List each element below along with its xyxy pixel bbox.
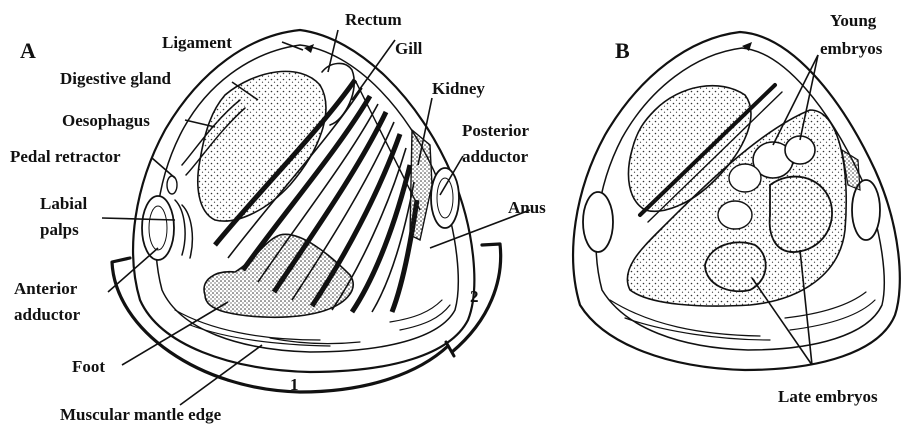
label-oesophagus: Oesophagus bbox=[62, 111, 150, 130]
label-posterior-adductor-line1: Posterior bbox=[462, 121, 529, 140]
kidney-shape bbox=[410, 130, 432, 240]
label-pedal-retractor: Pedal retractor bbox=[10, 147, 121, 166]
label-ligament: Ligament bbox=[162, 33, 232, 52]
labial-palps-shape bbox=[175, 200, 192, 258]
label-posterior-adductor-line2: adductor bbox=[462, 147, 529, 166]
label-labial-palps-line2: palps bbox=[40, 220, 79, 239]
panel-a-letter: A bbox=[20, 38, 36, 63]
label-muscular-mantle-edge: Muscular mantle edge bbox=[60, 405, 222, 424]
young-embryo-3 bbox=[729, 164, 761, 192]
young-embryo-4 bbox=[718, 201, 752, 229]
label-rectum: Rectum bbox=[345, 10, 402, 29]
label-anterior-adductor-line1: Anterior bbox=[14, 279, 78, 298]
label-region-1: 1 bbox=[290, 375, 299, 394]
label-region-2: 2 bbox=[470, 287, 479, 306]
label-gill: Gill bbox=[395, 39, 423, 58]
label-late-embryos: Late embryos bbox=[778, 387, 878, 406]
panel-b-letter: B bbox=[615, 38, 630, 63]
panel-a: A Ligament Rectum Digestive gland Gill K… bbox=[10, 10, 546, 424]
anterior-adductor-b bbox=[583, 192, 613, 252]
label-foot: Foot bbox=[72, 357, 105, 376]
young-embryo-2 bbox=[785, 136, 815, 164]
label-young-embryos-line1: Young bbox=[830, 11, 877, 30]
label-anus: Anus bbox=[508, 198, 546, 217]
label-anterior-adductor-line2: adductor bbox=[14, 305, 81, 324]
digestive-gland-shape bbox=[198, 71, 326, 221]
label-young-embryos-line2: embryos bbox=[820, 39, 883, 58]
label-kidney: Kidney bbox=[432, 79, 485, 98]
bracket-divider bbox=[446, 342, 454, 356]
panel-b: B Young embryos Late embryos bbox=[573, 11, 900, 406]
label-labial-palps-line1: Labial bbox=[40, 194, 88, 213]
posterior-adductor-muscle bbox=[431, 168, 459, 228]
pedal-retractor-muscle bbox=[167, 176, 177, 194]
label-digestive-gland: Digestive gland bbox=[60, 69, 172, 88]
